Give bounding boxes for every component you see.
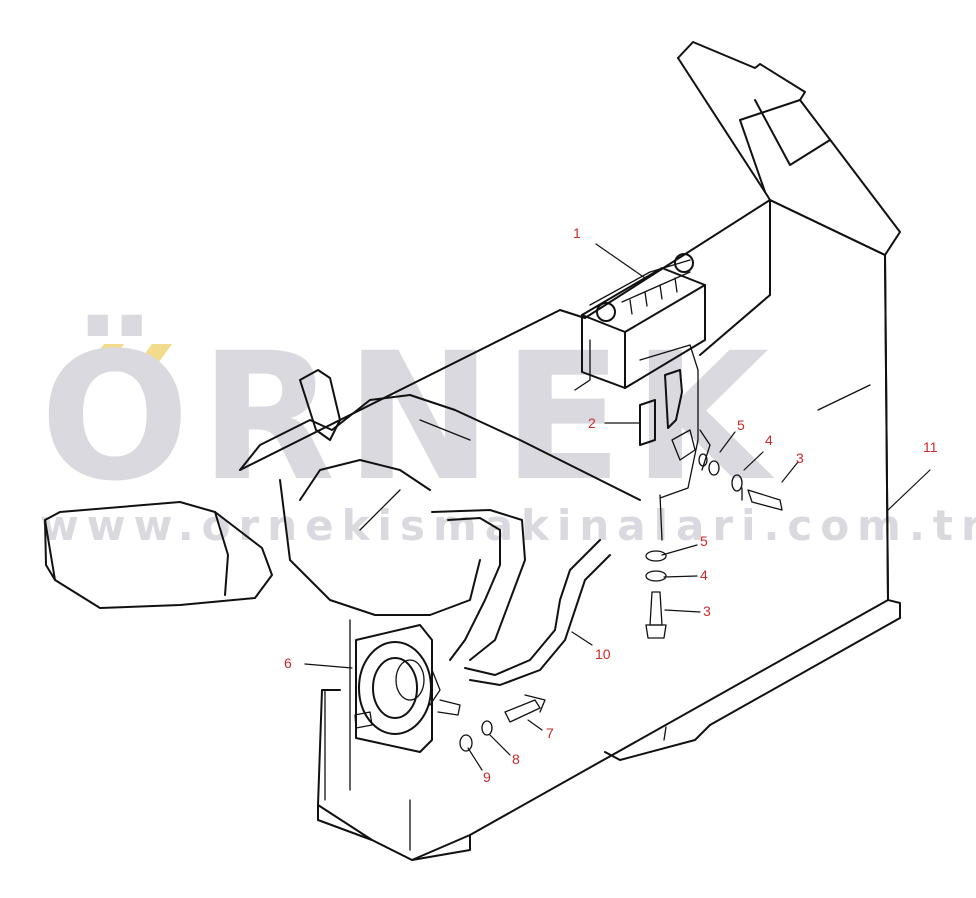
- battery: [574, 253, 706, 391]
- callout-battery-box: 11: [923, 439, 938, 455]
- watermark-accent: [88, 344, 172, 366]
- battery-box: [239, 199, 901, 861]
- callout-washer-horn: 8: [512, 751, 520, 767]
- fasteners: [459, 453, 783, 752]
- callout-hose: 10: [595, 646, 611, 662]
- callout-horn: 6: [284, 655, 292, 671]
- callout-bolt-upper: 3: [796, 450, 804, 466]
- callout-clamp: 2: [588, 415, 596, 431]
- callout-washer-lower: 4: [700, 567, 708, 583]
- hose: [431, 509, 611, 686]
- battery-clamp: [639, 344, 711, 499]
- air-cleaner: [44, 369, 641, 616]
- leader-lines: [304, 243, 931, 771]
- callout-spring-washer-upper: 5: [737, 417, 745, 433]
- horn: [354, 624, 461, 753]
- battery-box-lid: [677, 41, 901, 256]
- callout-nut-horn: 9: [483, 769, 491, 785]
- callout-washer-upper: 4: [765, 432, 773, 448]
- callout-spring-washer-lower: 5: [700, 533, 708, 549]
- callout-bolt-horn: 7: [546, 725, 554, 741]
- callout-bolt-lower: 3: [703, 603, 711, 619]
- callout-battery: 1: [573, 225, 581, 241]
